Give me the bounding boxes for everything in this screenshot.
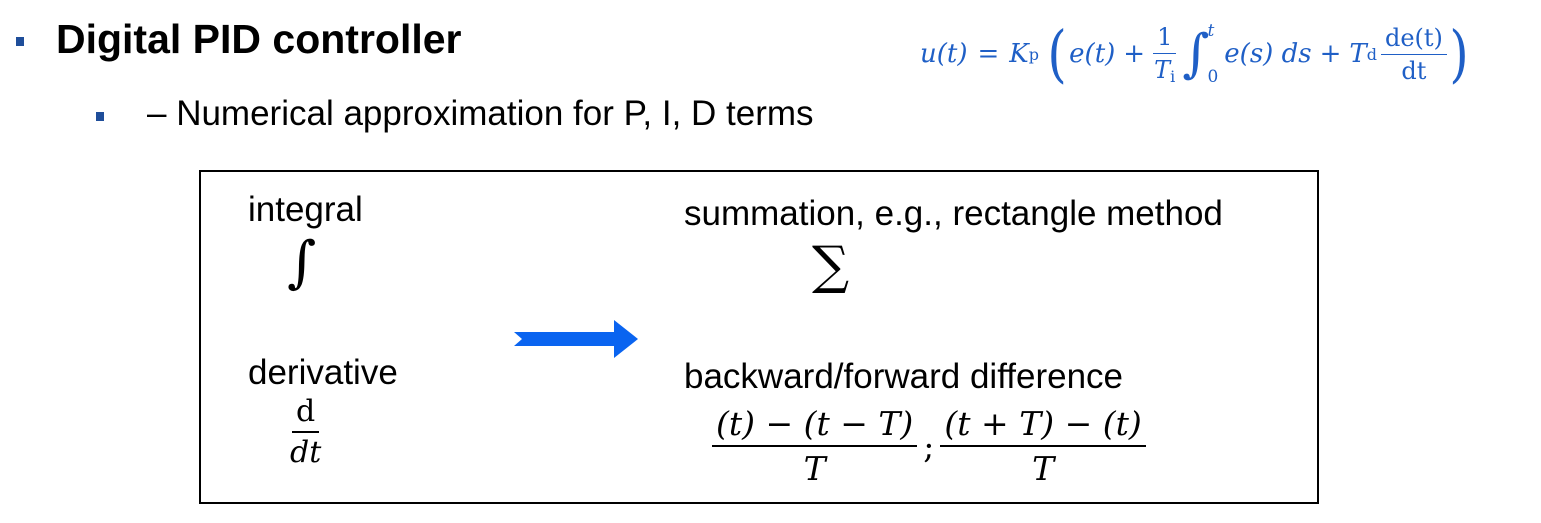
title-bullet: [16, 37, 24, 46]
integral-icon: ∫: [287, 230, 317, 295]
derivative-den: dt: [290, 435, 322, 470]
backward-num: (t) − (t − T): [712, 404, 918, 447]
subtitle-bullet: [96, 112, 104, 121]
forward-den: T: [1032, 449, 1055, 488]
derivative-num: d: [292, 394, 320, 433]
formula-right-paren: ): [1449, 17, 1469, 90]
summation-icon: ∑: [812, 236, 850, 296]
difference-formula: (t) − (t − T) T ; (t + T) − (t) T: [712, 404, 1146, 488]
difference-separator: ;: [923, 426, 935, 466]
right-arrow-icon: [514, 320, 638, 358]
formula-frac-1-den-sub: i: [1170, 66, 1176, 86]
difference-label: backward/forward difference: [684, 357, 1124, 396]
formula-frac-1-den: T: [1154, 55, 1171, 84]
derivative-label: derivative: [248, 353, 398, 392]
formula-lhs: u(t): [920, 39, 968, 69]
formula-frac-2-den: dt: [1401, 56, 1427, 85]
formula-error: e(t): [1069, 39, 1116, 69]
formula-int-upper: t: [1207, 21, 1215, 41]
formula-int-lower: 0: [1207, 67, 1219, 87]
integral-label: integral: [248, 190, 363, 229]
formula-frac-2-num: de(t): [1380, 24, 1447, 55]
approximation-box: [199, 170, 1319, 504]
formula-plus-1: +: [1123, 39, 1146, 69]
slide-subtitle: – Numerical approximation for P, I, D te…: [147, 94, 814, 133]
formula-td-sub: d: [1366, 44, 1377, 64]
summation-label: summation, e.g., rectangle method: [684, 194, 1223, 233]
formula-plus-2: +: [1319, 39, 1342, 69]
forward-num: (t + T) − (t): [940, 404, 1146, 447]
formula-integral-limits: t 0: [1207, 21, 1218, 87]
formula-frac-1-num: 1: [1153, 23, 1177, 54]
derivative-operator: d dt: [290, 394, 321, 470]
formula-kp-sub: p: [1028, 44, 1039, 64]
forward-difference: (t + T) − (t) T: [940, 404, 1146, 488]
formula-frac-2: de(t) dt: [1380, 24, 1447, 85]
formula-frac-1: 1 Ti: [1153, 23, 1177, 86]
formula-left-paren: (: [1047, 17, 1067, 90]
formula-integral-sign: ∫: [1182, 24, 1210, 84]
formula-integrand: e(s) ds: [1224, 39, 1312, 69]
formula-kp: K: [1009, 39, 1029, 69]
formula-td: T: [1349, 39, 1367, 69]
backward-den: T: [803, 449, 826, 488]
slide-title: Digital PID controller: [56, 16, 462, 62]
backward-difference: (t) − (t − T) T: [712, 404, 918, 488]
formula-equals: =: [977, 39, 1000, 69]
